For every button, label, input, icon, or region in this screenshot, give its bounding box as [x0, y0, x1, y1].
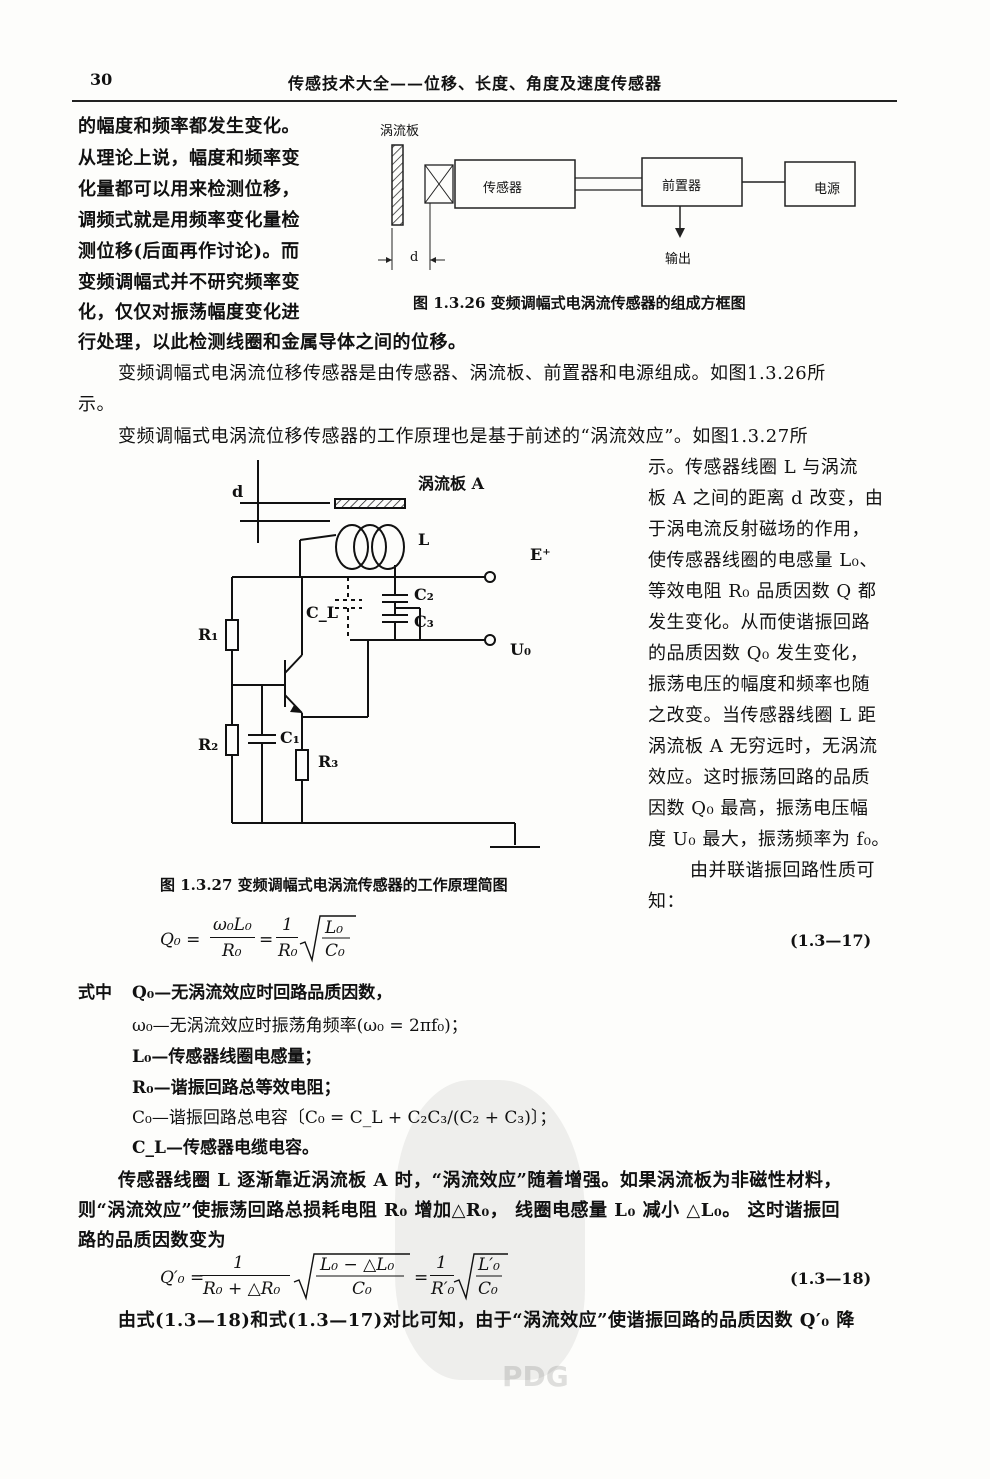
eq17-number: (1.3—17)	[790, 931, 872, 950]
intro-line: 化量都可以用来检测位移，	[78, 179, 300, 200]
side-line: 涡流板 A 无穷远时，无涡流	[648, 736, 878, 757]
page-number: 30	[90, 70, 113, 89]
eq17-lhs: Q₀ =	[160, 930, 201, 950]
side-line: 的品质因数 Q₀ 发生变化，	[648, 643, 869, 664]
label-output-U0: U₀	[510, 640, 531, 659]
label-eddy-plate: 涡流板	[380, 124, 420, 139]
intro-line: 行处理，以此检测线圈和金属导体之间的位移。	[78, 332, 467, 353]
intro-line: 变频调幅式并不研究频率变	[78, 272, 300, 293]
eq18-number: (1.3—18)	[790, 1269, 872, 1288]
eq17-sqrt-num: L₀	[325, 918, 344, 938]
watermark-seal	[395, 1080, 585, 1380]
side-line: 效应。这时振荡回路的品质	[648, 767, 870, 788]
intro-line: 的幅度和频率都发生变化。	[78, 116, 300, 137]
eq18-num1: 1	[233, 1253, 244, 1273]
label-R1: R₁	[198, 625, 219, 644]
side-line: 振荡电压的幅度和频率也随	[648, 674, 870, 695]
para-line: 示。	[78, 394, 115, 415]
power-box	[784, 161, 856, 207]
figure-1-3-26-diagram	[378, 144, 856, 270]
label-CL: C_L	[306, 603, 338, 622]
eq17-den1: R₀	[222, 941, 242, 961]
sensor-box	[454, 159, 576, 209]
intro-line: 测位移(后面再作讨论)。而	[78, 241, 300, 262]
side-line: 发生变化。从而使谐振回路	[648, 612, 870, 633]
header-rule	[72, 100, 897, 102]
side-line: 示。传感器线圈 L 与涡流	[648, 457, 858, 478]
side-line: 之改变。当传感器线圈 L 距	[648, 705, 877, 726]
figure-1-3-27-circuit	[225, 460, 540, 848]
fraction-bar	[210, 937, 255, 938]
side-line: 等效电阻 R₀ 品质因数 Q 都	[648, 581, 877, 602]
side-line: 因数 Q₀ 最高，振荡电压幅	[648, 798, 869, 819]
label-coil-L: L	[418, 530, 430, 549]
fraction-bar	[276, 937, 298, 938]
eq18-lhs: Q′₀ =	[160, 1268, 205, 1288]
label-preamp: 前置器	[662, 179, 702, 194]
sqrt-sign	[453, 1253, 508, 1301]
label-supply-E: E⁺	[530, 545, 551, 564]
label-d-fig2: d	[232, 482, 244, 501]
label-C3: C₃	[414, 612, 434, 631]
sqrt-sign	[299, 915, 356, 963]
side-line: 板 A 之间的距离 d 改变，由	[648, 488, 884, 509]
running-title: 传感技术大全——位移、长度、角度及速度传感器	[288, 74, 663, 93]
def-line: Q₀—无涡流效应时回路品质因数，	[132, 983, 393, 1003]
eq18-den1: R₀ + △R₀	[203, 1279, 281, 1299]
sqrt-sign	[293, 1253, 410, 1301]
intro-line: 调频式就是用频率变化量检	[78, 210, 300, 231]
eq18-sqrt1-num: L₀ − △L₀	[320, 1255, 395, 1275]
side-line: 知：	[648, 891, 685, 912]
para-line: 路的品质因数变为	[78, 1230, 226, 1251]
fraction-bar	[430, 1275, 454, 1276]
def-line: R₀—谐振回路总等效电阻；	[132, 1078, 341, 1098]
label-output: 输出	[665, 252, 692, 267]
eq18-sqrt2-den: C₀	[478, 1279, 498, 1299]
figure-caption: 图 1.3.26 变频调幅式电涡流传感器的组成方框图	[413, 294, 746, 312]
eq17-num1: ω₀L₀	[213, 915, 252, 935]
label-power: 电源	[814, 182, 841, 197]
side-line: 于涡电流反射磁场的作用，	[648, 519, 870, 540]
label-C1: C₁	[280, 728, 300, 747]
eq18-sqrt1-den: C₀	[352, 1279, 372, 1299]
label-d: d	[410, 250, 419, 265]
para-line: 变频调幅式电涡流位移传感器的工作原理也是基于前述的“涡流效应”。如图1.3.27…	[118, 426, 809, 447]
def-line: L₀—传感器线圈电感量；	[132, 1047, 322, 1067]
defs-intro: 式中	[78, 983, 112, 1003]
side-line: 由并联谐振回路性质可	[690, 860, 875, 881]
eq18-num2: 1	[436, 1253, 447, 1273]
para-line: 变频调幅式电涡流位移传感器是由传感器、涡流板、前置器和电源组成。如图1.3.26…	[118, 363, 826, 384]
figure-caption: 图 1.3.27 变频调幅式电涡流传感器的工作原理简图	[160, 876, 508, 894]
eq18-sqrt2-num: L′₀	[478, 1255, 500, 1275]
eq18-eq: =	[414, 1268, 429, 1288]
label-R2: R₂	[198, 735, 219, 754]
label-eddy-plate-A: 涡流板 A	[418, 474, 484, 493]
def-line: ω₀—无涡流效应时振荡角频率(ω₀ = 2πf₀)；	[132, 1016, 468, 1036]
watermark-text: PDG	[502, 1360, 569, 1393]
eq17-num2: 1	[282, 915, 293, 935]
label-sensor: 传感器	[483, 181, 523, 196]
eq17-sqrt-den: C₀	[325, 941, 345, 961]
side-line: 使传感器线圈的电感量 L₀、	[648, 550, 878, 571]
def-line: C₀—谐振回路总电容〔C₀ = C_L + C₂C₃/(C₂ + C₃)〕；	[132, 1108, 557, 1128]
para-line: 传感器线圈 L 逐渐靠近涡流板 A 时，“涡流效应”随着增强。如果涡流板为非磁性…	[118, 1170, 842, 1191]
eddy-plate-shape	[391, 144, 404, 226]
fraction-bar	[200, 1275, 290, 1276]
def-line: C_L—传感器电缆电容。	[132, 1138, 319, 1158]
label-R3: R₃	[318, 752, 339, 771]
side-line: 度 U₀ 最大，振荡频率为 f₀。	[648, 829, 890, 850]
eq17-den2: R₀	[278, 941, 298, 961]
label-C2: C₂	[414, 585, 434, 604]
intro-line: 从理论上说，幅度和频率变	[78, 148, 300, 169]
eq17-eq: =	[259, 930, 274, 950]
para-line: 则“涡流效应”使振荡回路总损耗电阻 R₀ 增加△R₀， 线圈电感量 L₀ 减小 …	[78, 1200, 841, 1221]
intro-line: 化，仅仅对振荡幅度变化进	[78, 302, 300, 323]
para-line: 由式(1.3—18)和式(1.3—17)对比可知，由于“涡流效应”使谐振回路的品…	[118, 1310, 855, 1331]
eq18-den2: R′₀	[431, 1279, 455, 1299]
